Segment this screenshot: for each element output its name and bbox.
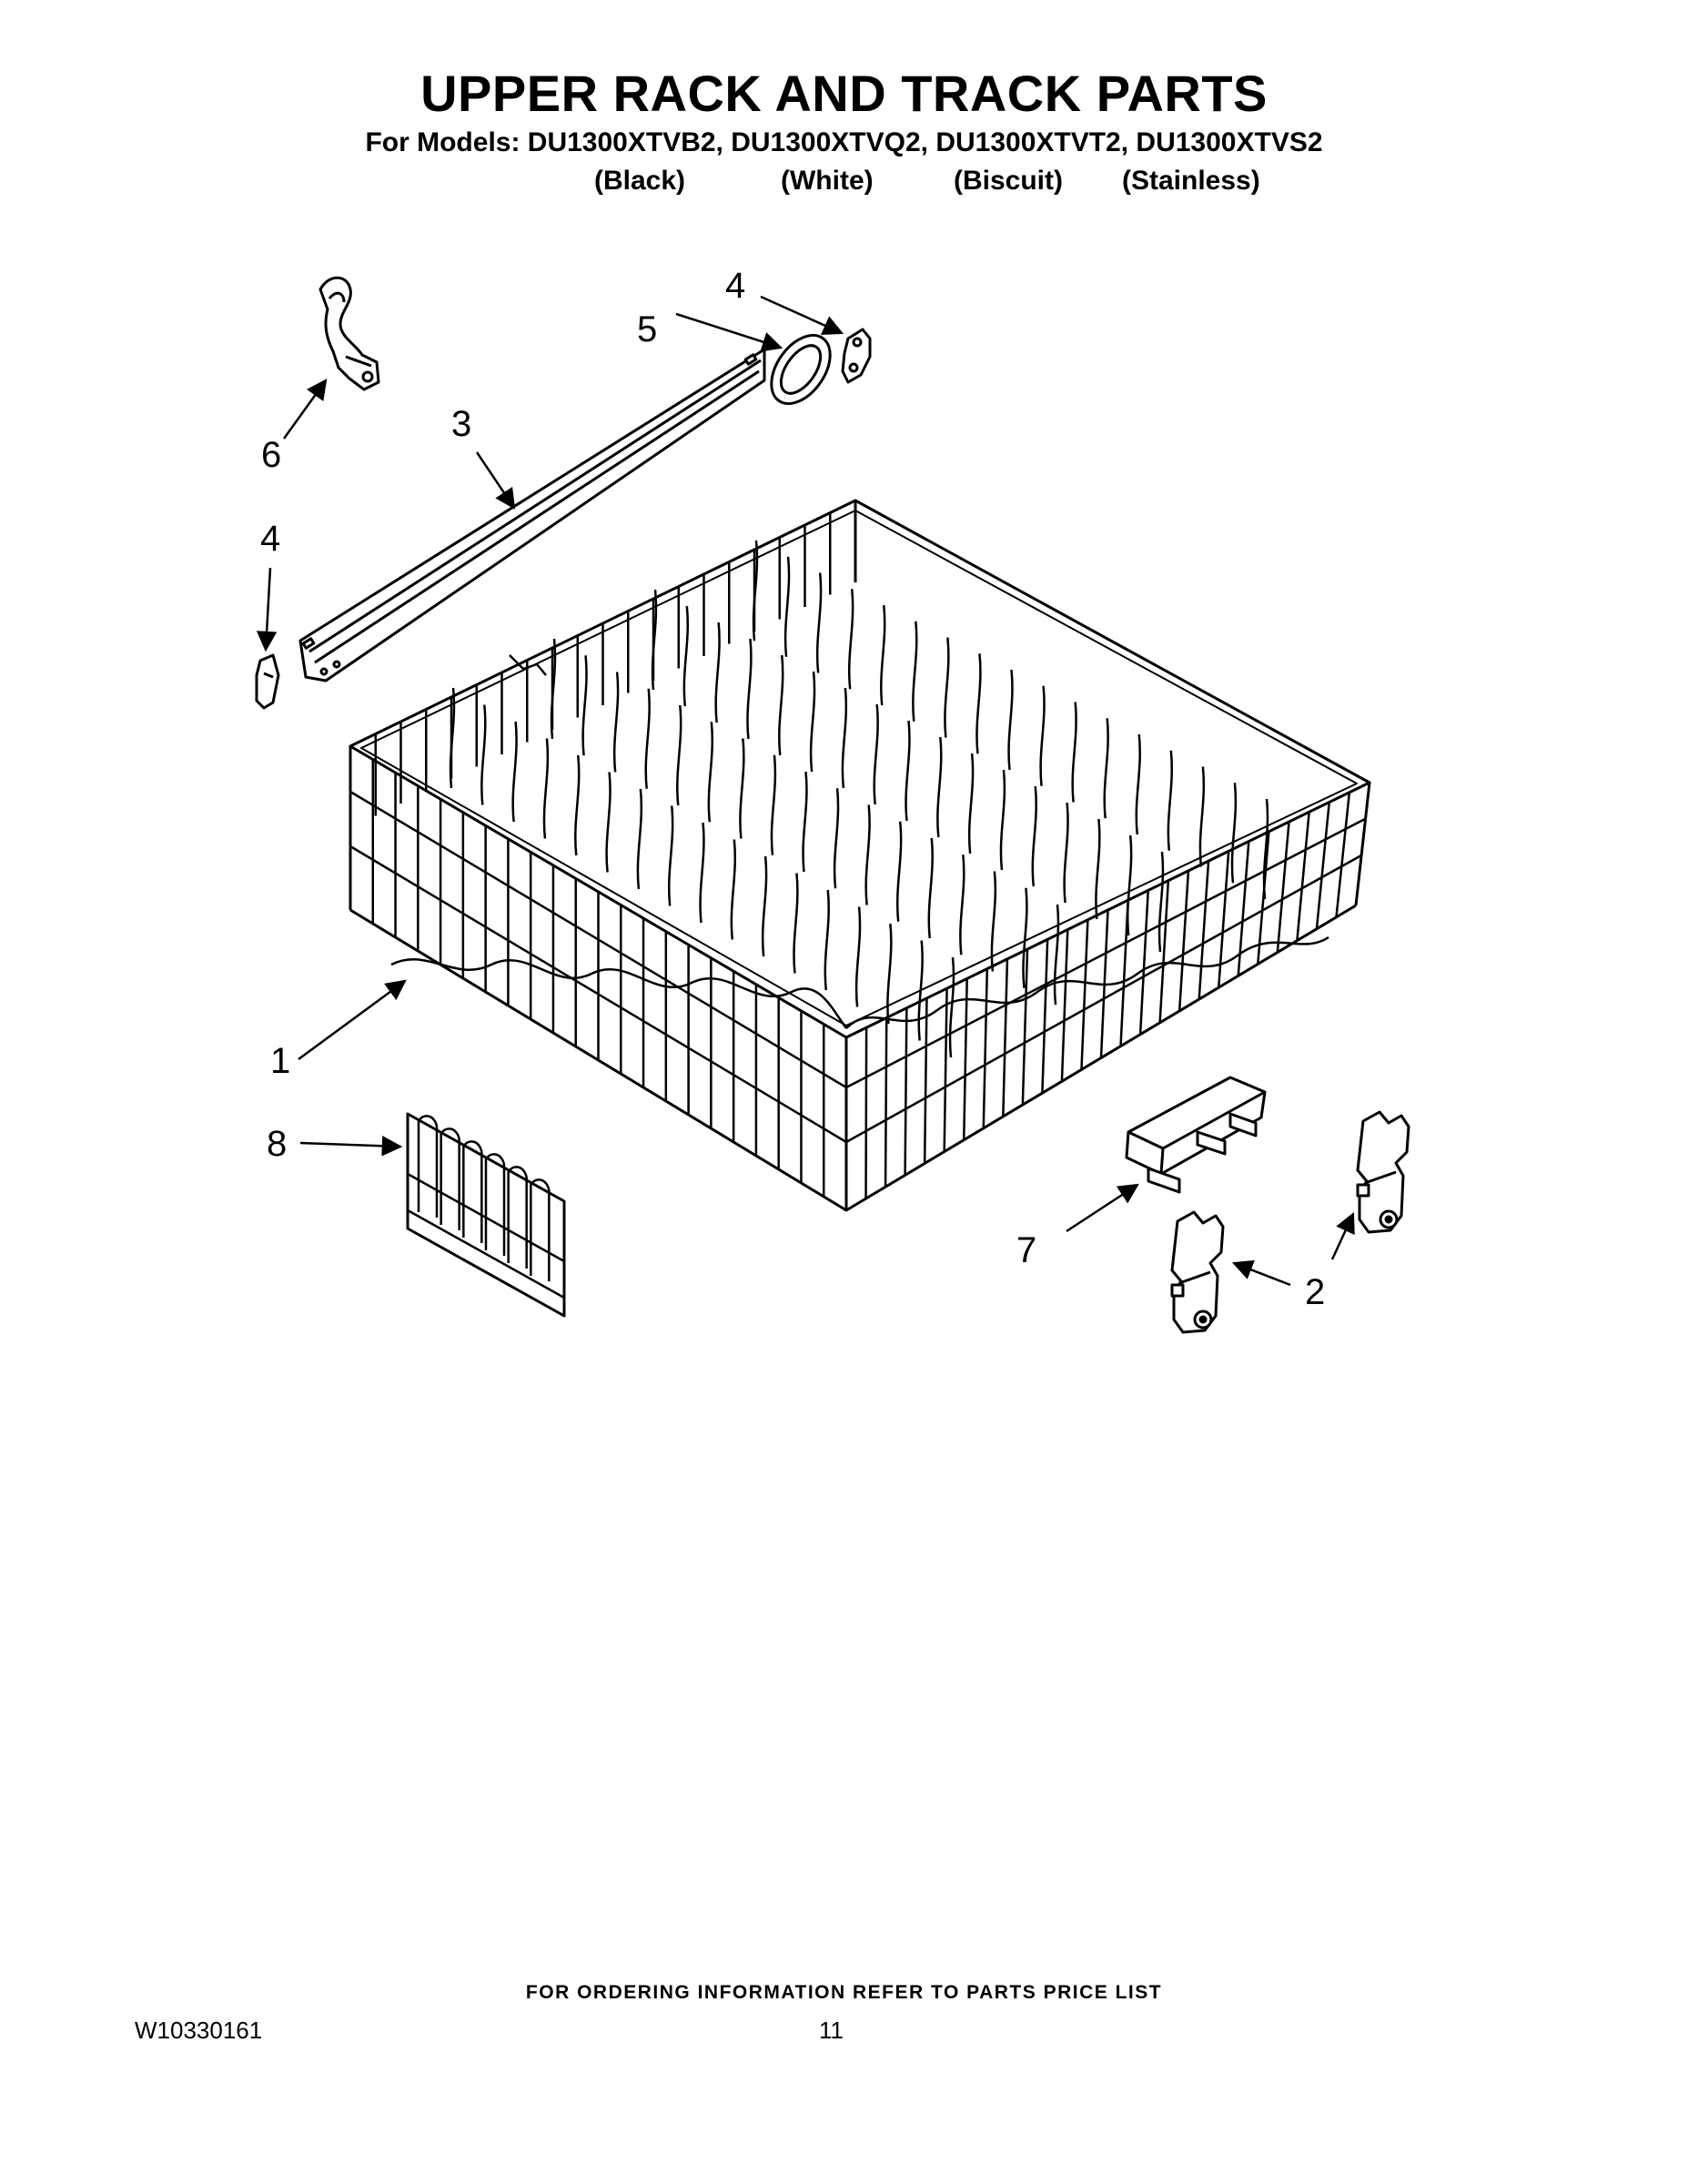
callout-5: 5 [637, 309, 658, 349]
leader-lines [256, 295, 1355, 1287]
part-4-track-stop-upper [841, 328, 872, 384]
part-2-rack-roller-front [1170, 1210, 1225, 1334]
part-2-rack-roller-rear [1356, 1110, 1410, 1234]
page-title: UPPER RACK AND TRACK PARTS [420, 65, 1268, 122]
part-6-adjuster-handle [318, 276, 380, 391]
color-stainless: (Stainless) [1122, 166, 1260, 196]
part-8-tine-insert [406, 1112, 566, 1318]
callout-3: 3 [451, 404, 472, 444]
part-7-rack-stop [1125, 1076, 1267, 1194]
color-white: (White) [781, 166, 874, 196]
callout-4-upper: 4 [725, 266, 746, 306]
callout-1: 1 [270, 1041, 291, 1081]
page-number: 11 [819, 2017, 844, 2044]
part-3-track-rail [298, 348, 766, 682]
callout-8: 8 [267, 1124, 288, 1164]
color-black: (Black) [594, 166, 686, 196]
callout-6: 6 [261, 435, 282, 475]
part-5-track-end-cap [770, 334, 832, 405]
ordering-note: FOR ORDERING INFORMATION REFER TO PARTS … [525, 1982, 1163, 2003]
color-biscuit: (Biscuit) [954, 166, 1063, 196]
models-line: For Models: DU1300XTVB2, DU1300XTVQ2, DU… [365, 127, 1323, 157]
document-number: W10330161 [135, 2017, 263, 2044]
callout-7: 7 [1016, 1230, 1037, 1270]
part-1-upper-rack [349, 499, 1371, 1212]
callout-2: 2 [1305, 1272, 1326, 1312]
callout-4-lower: 4 [260, 519, 281, 559]
part-4-track-stop-lower [255, 653, 280, 710]
